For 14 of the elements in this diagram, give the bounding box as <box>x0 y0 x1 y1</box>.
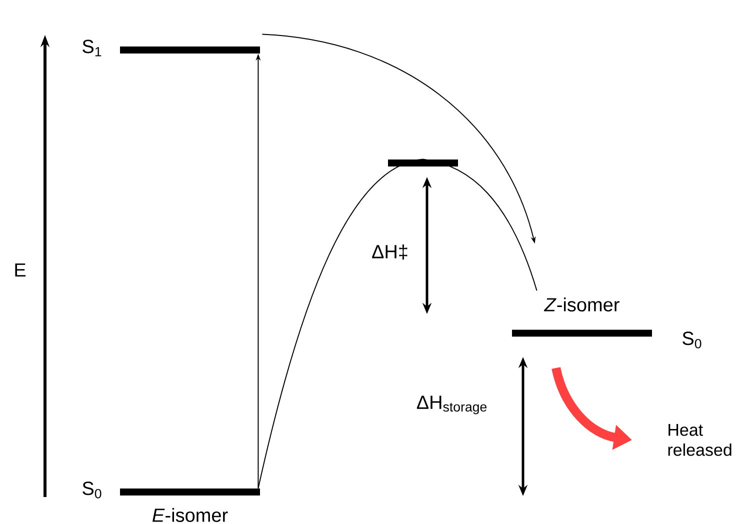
node-label: Z-isomer <box>544 298 620 312</box>
energy-level-bar: Z-isomer <box>512 298 652 337</box>
energy-level-bar <box>388 160 458 166</box>
energy-curve <box>422 158 538 292</box>
energy-level-bar <box>120 488 260 496</box>
state-label: S$_{0}$ <box>682 332 702 348</box>
heat-label: Heat released <box>668 424 732 456</box>
isomer-label: E-isomer <box>152 508 228 522</box>
enthalpy-label: ΔH$_{storage}$ <box>416 396 487 414</box>
state-label: S$_{1}$ <box>82 40 102 56</box>
state-label: S$_{0}$ <box>82 482 102 498</box>
axis-label: E <box>15 263 26 277</box>
enthalpy-label: ΔH‡ <box>372 244 408 260</box>
energy-curve <box>258 158 424 489</box>
